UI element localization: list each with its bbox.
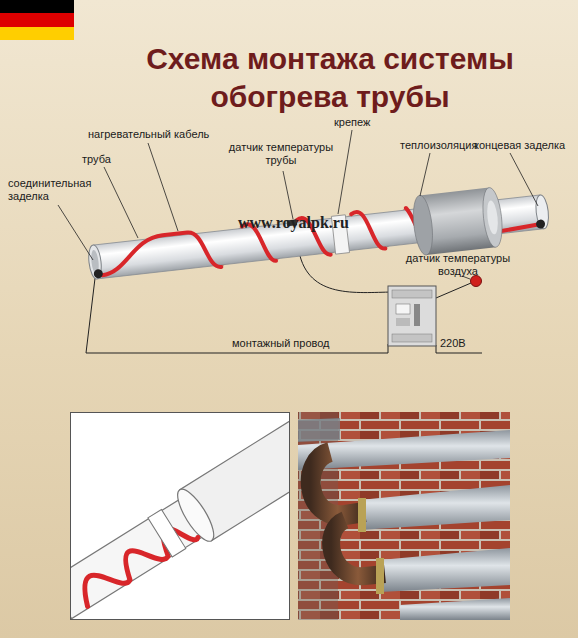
part-label: датчик температуры воздуха xyxy=(398,252,518,278)
leader-lines xyxy=(58,130,538,279)
part-label: теплоизоляция xyxy=(400,139,477,152)
watermark: www.royalpk.ru xyxy=(238,214,349,232)
title: Схема монтажа системы обогрева трубы xyxy=(120,40,540,116)
part-label: соединительная заделка xyxy=(8,177,100,203)
part-label: датчик температуры трубы xyxy=(222,141,340,167)
sketch-panel xyxy=(44,405,347,625)
part-label: труба xyxy=(82,153,111,166)
part-label: 220В xyxy=(440,337,466,350)
photo-panel xyxy=(298,412,510,620)
part-label: крепеж xyxy=(334,116,370,129)
controller xyxy=(388,286,436,346)
pipe-assembly xyxy=(86,181,552,292)
part-label: концевая заделка xyxy=(474,139,565,152)
air-sensor xyxy=(471,276,482,287)
part-label: монтажный провод xyxy=(232,337,330,350)
german-flag xyxy=(0,0,74,40)
part-label: нагревательный кабель xyxy=(88,128,209,141)
